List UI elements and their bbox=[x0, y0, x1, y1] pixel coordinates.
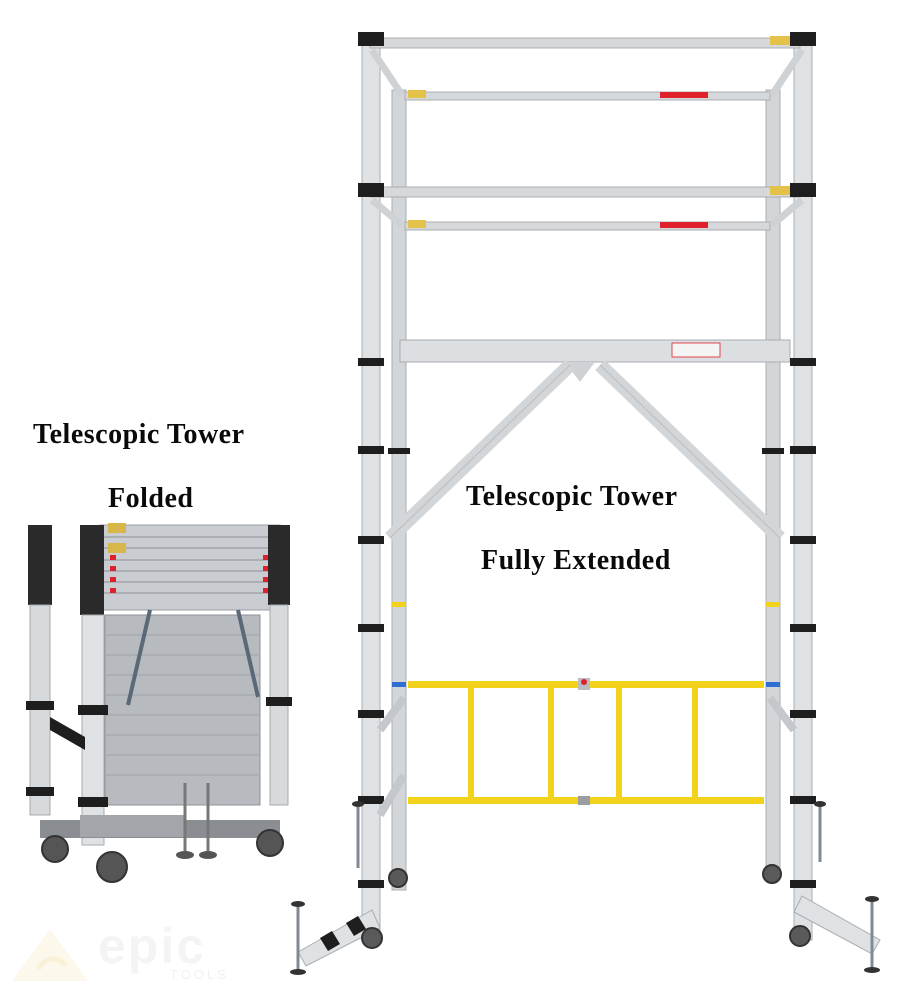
extended-caption-line2: Fully Extended bbox=[481, 545, 671, 576]
folded-caption-line1: Telescopic Tower bbox=[33, 419, 245, 450]
extended-tower-illustration bbox=[290, 32, 881, 975]
folded-tower-illustration bbox=[26, 523, 292, 883]
folded-caption-line2: Folded bbox=[108, 483, 194, 514]
watermark-sub: TOOLS bbox=[170, 967, 229, 982]
triangle-logo-icon bbox=[12, 929, 88, 981]
extended-caption-line1: Telescopic Tower bbox=[466, 481, 678, 512]
watermark-brand: epic bbox=[98, 918, 207, 974]
brand-watermark: epic TOOLS bbox=[10, 918, 240, 985]
